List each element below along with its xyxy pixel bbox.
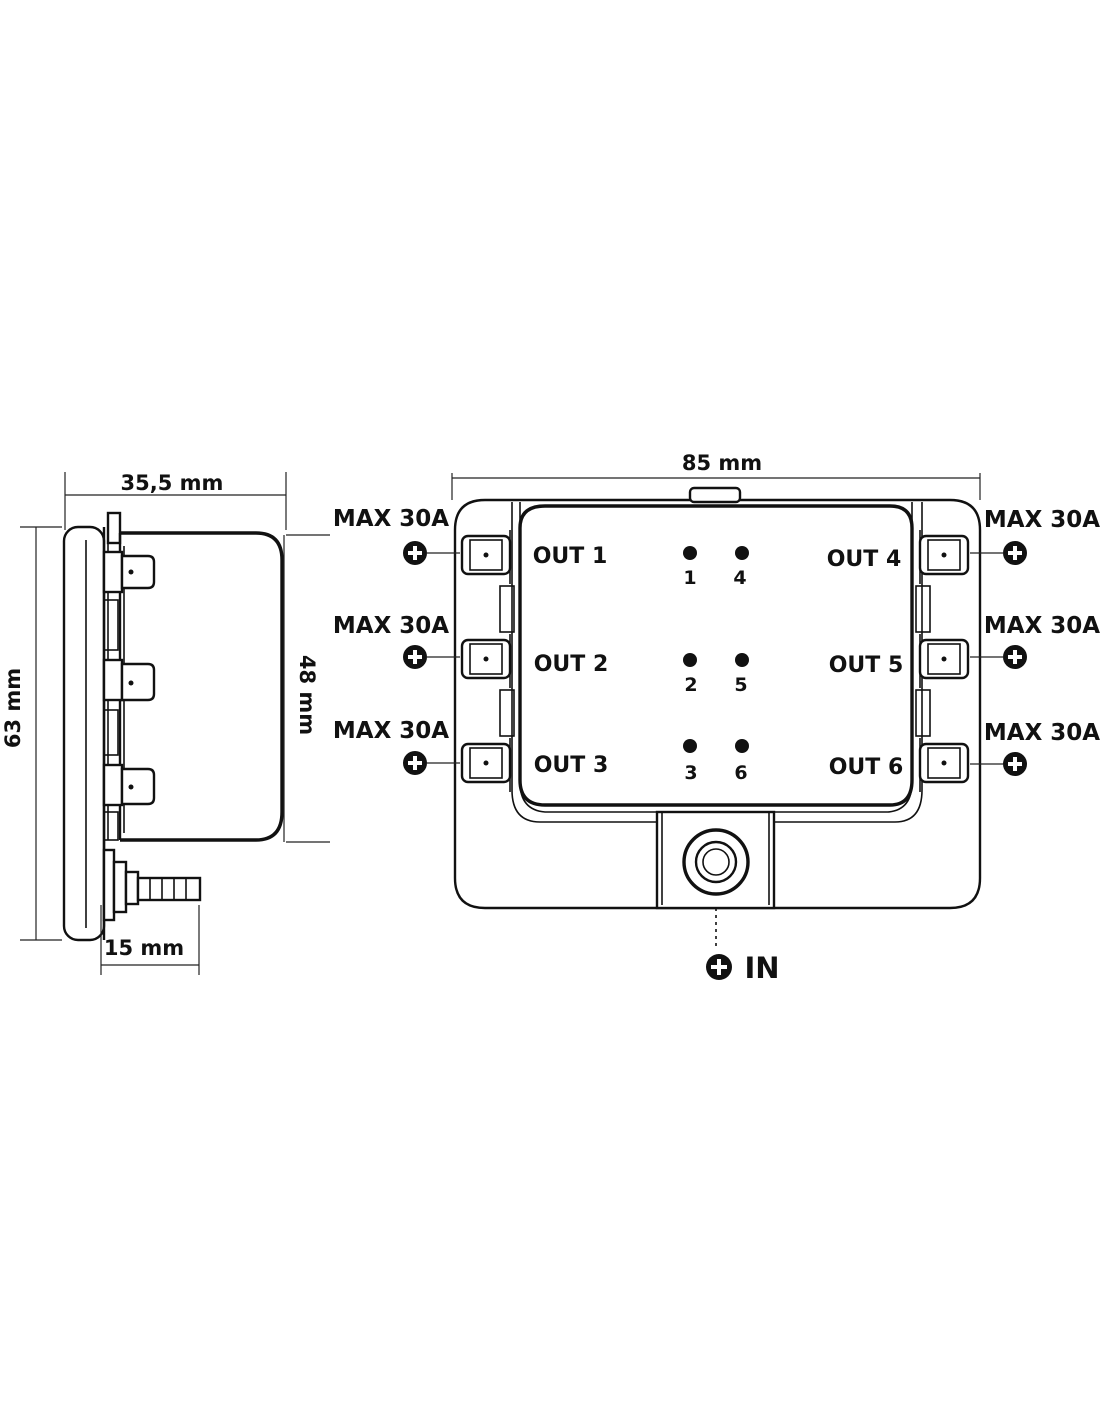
side-height-label: 63 mm xyxy=(1,668,25,748)
fuse-3-indicator xyxy=(683,739,697,753)
front-width-dimension: 85 mm xyxy=(451,451,981,500)
max-rating-out-4: MAX 30A xyxy=(984,507,1100,533)
front-terminal-left-3 xyxy=(460,738,512,792)
side-terminal-2 xyxy=(102,658,156,702)
max-rating-out-2: MAX 30A xyxy=(333,613,449,639)
front-terminal-left-2 xyxy=(460,634,512,688)
out-6-label: OUT 6 xyxy=(829,755,904,780)
side-stud xyxy=(102,848,202,922)
side-width-dimension: 35,5 mm xyxy=(64,471,287,530)
max-rating-out-3: MAX 30A xyxy=(333,718,449,744)
plus-icon xyxy=(403,751,460,775)
fuse-1-number: 1 xyxy=(683,567,696,589)
side-view: 35,5 mm 63 mm xyxy=(1,471,330,975)
fuse-6-number: 6 xyxy=(734,762,747,784)
front-view: 85 mm xyxy=(333,451,1100,985)
front-top-clip xyxy=(688,486,742,504)
front-width-label: 85 mm xyxy=(682,451,762,475)
fuse-4-indicator xyxy=(735,546,749,560)
fuse-2-number: 2 xyxy=(684,674,697,696)
out-5-label: OUT 5 xyxy=(829,653,904,678)
fuse-2-indicator xyxy=(683,653,697,667)
side-stud-label: 15 mm xyxy=(104,936,184,960)
max-rating-out-5: MAX 30A xyxy=(984,613,1100,639)
side-width-label: 35,5 mm xyxy=(121,471,224,495)
side-base-plate xyxy=(62,525,106,942)
side-terminal-1 xyxy=(102,550,156,594)
front-terminal-right-2 xyxy=(918,634,970,688)
fuse-5-number: 5 xyxy=(734,674,747,696)
side-terminal-3 xyxy=(102,763,156,807)
out-1-label: OUT 1 xyxy=(533,544,608,569)
front-housing xyxy=(453,498,982,910)
side-body-height-label: 48 mm xyxy=(295,655,319,735)
fuse-5-indicator xyxy=(735,653,749,667)
input-label: IN xyxy=(744,951,779,985)
input-plus-icon xyxy=(706,954,732,980)
plus-icon xyxy=(403,541,460,565)
front-terminal-left-1 xyxy=(460,530,512,584)
plus-icon xyxy=(970,752,1027,776)
side-body-height-dimension: 48 mm xyxy=(283,534,330,843)
plus-icon xyxy=(970,645,1027,669)
fuse-4-number: 4 xyxy=(733,567,746,589)
fuse-1-indicator xyxy=(683,546,697,560)
plus-icon xyxy=(970,541,1027,565)
front-terminal-right-3 xyxy=(918,738,970,792)
front-cover xyxy=(518,504,914,807)
max-rating-out-6: MAX 30A xyxy=(984,720,1100,746)
plus-icon xyxy=(403,645,460,669)
out-2-label: OUT 2 xyxy=(534,652,609,677)
fuse-3-number: 3 xyxy=(684,762,697,784)
front-terminal-right-1 xyxy=(918,530,970,584)
side-height-dimension: 63 mm xyxy=(1,526,62,941)
side-cover-body xyxy=(120,531,284,842)
max-rating-out-1: MAX 30A xyxy=(333,506,449,532)
out-3-label: OUT 3 xyxy=(534,753,609,778)
side-stud-dimension: 15 mm xyxy=(100,905,200,975)
out-4-label: OUT 4 xyxy=(827,547,902,572)
fuse-6-indicator xyxy=(735,739,749,753)
